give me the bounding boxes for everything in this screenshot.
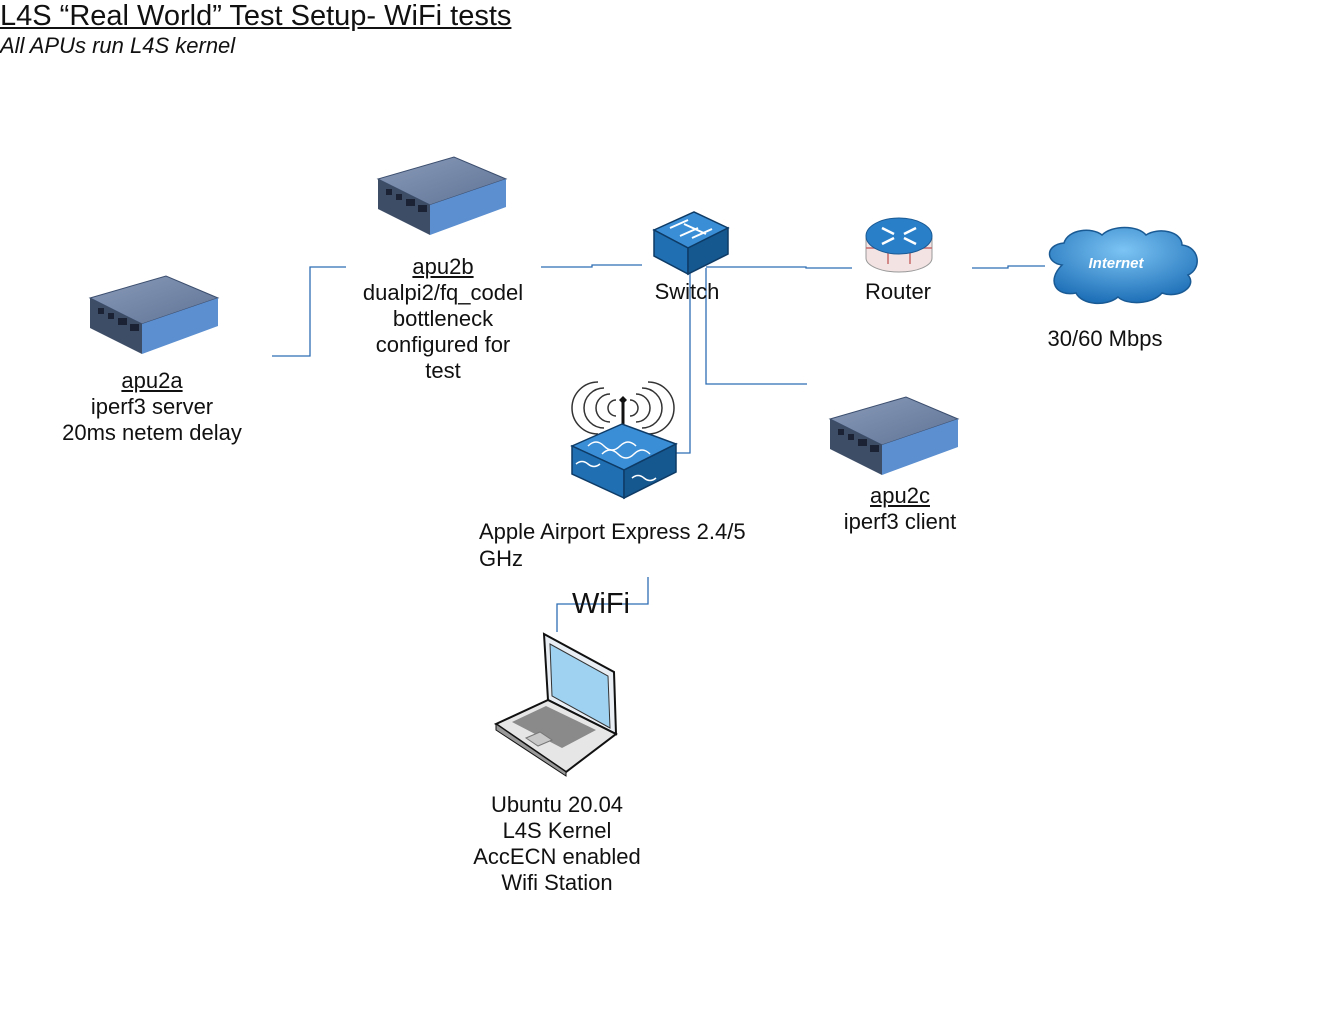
- apu2b-label: apu2b dualpi2/fq_codel bottleneck config…: [333, 254, 553, 384]
- wire-apu2a-apu2b: [272, 266, 346, 357]
- apu2b-line: test: [425, 358, 461, 383]
- apu2b-device-icon: [376, 156, 508, 235]
- kernel-note: All APUs run L4S kernel: [0, 33, 236, 58]
- apu2b-line: bottleneck: [392, 306, 494, 331]
- laptop-line: Ubuntu 20.04: [490, 792, 624, 817]
- apu2c-label: apu2c iperf3 client: [800, 483, 1000, 535]
- apu2a-label: apu2a iperf3 server 20ms netem delay: [42, 368, 262, 446]
- apu2c-name: apu2c: [870, 483, 930, 508]
- airport-express-icon: [570, 381, 678, 500]
- apu2c-line: iperf3 client: [843, 509, 957, 534]
- laptop-line: Wifi Station: [501, 870, 613, 895]
- internet-caption: 30/60 Mbps: [1047, 326, 1163, 351]
- apu2b-line: dualpi2/fq_codel: [362, 280, 524, 305]
- router-icon: [865, 217, 933, 273]
- diagram-title: L4S “Real World” Test Setup- WiFi tests: [0, 0, 512, 32]
- wire-airport-laptop: [556, 577, 649, 632]
- laptop-icon: [493, 632, 618, 777]
- wire-switch-router: [706, 266, 852, 269]
- wire-apu2b-switch: [541, 264, 642, 268]
- laptop-line: AccECN enabled: [473, 844, 641, 869]
- router-label: Router: [864, 279, 932, 304]
- apu2a-device-icon: [88, 275, 220, 354]
- airport-label: Apple Airport Express 2.4/5 GHz: [479, 518, 746, 572]
- airport-line: Apple Airport Express 2.4/5: [479, 519, 746, 544]
- internet-cloud-icon: Internet: [1048, 226, 1198, 305]
- apu2a-line: 20ms netem delay: [62, 420, 242, 445]
- wire-router-internet: [972, 265, 1045, 269]
- apu2a-line: iperf3 server: [90, 394, 214, 419]
- laptop-line: L4S Kernel: [502, 818, 612, 843]
- apu2a-name: apu2a: [121, 368, 183, 393]
- internet-cloud-text: Internet: [1088, 255, 1144, 272]
- switch-label: Switch: [654, 279, 720, 304]
- apu2b-line: configured for: [375, 332, 511, 357]
- wire-switch-airport: [674, 268, 691, 454]
- apu2b-name: apu2b: [412, 254, 474, 279]
- wire-switch-apu2c: [705, 268, 807, 385]
- laptop-label: Ubuntu 20.04 L4S Kernel AccECN enabled W…: [447, 792, 667, 896]
- apu2c-device-icon: [828, 396, 960, 475]
- switch-icon: [652, 211, 730, 276]
- wifi-link-label: WiFi: [572, 588, 630, 620]
- airport-line: GHz: [479, 546, 523, 571]
